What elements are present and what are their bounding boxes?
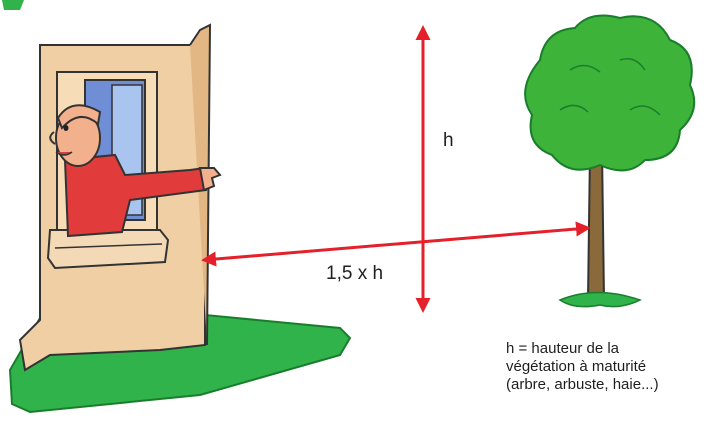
person-pointing-icon: [49, 104, 222, 238]
distance-label: 1,5 x h: [326, 263, 384, 284]
tree-icon: [524, 14, 696, 308]
height-label: h: [443, 130, 454, 151]
legend-line-3: (arbre, arbuste, haie...): [506, 376, 659, 393]
distance-arrow: [201, 221, 591, 267]
heading-fragment: [2, 0, 24, 10]
legend-line-1: h = hauteur de la: [506, 340, 620, 357]
legend-line-2: végétation à maturité: [506, 358, 647, 375]
legend-note: h = hauteur de la végétation à maturité …: [506, 340, 706, 394]
